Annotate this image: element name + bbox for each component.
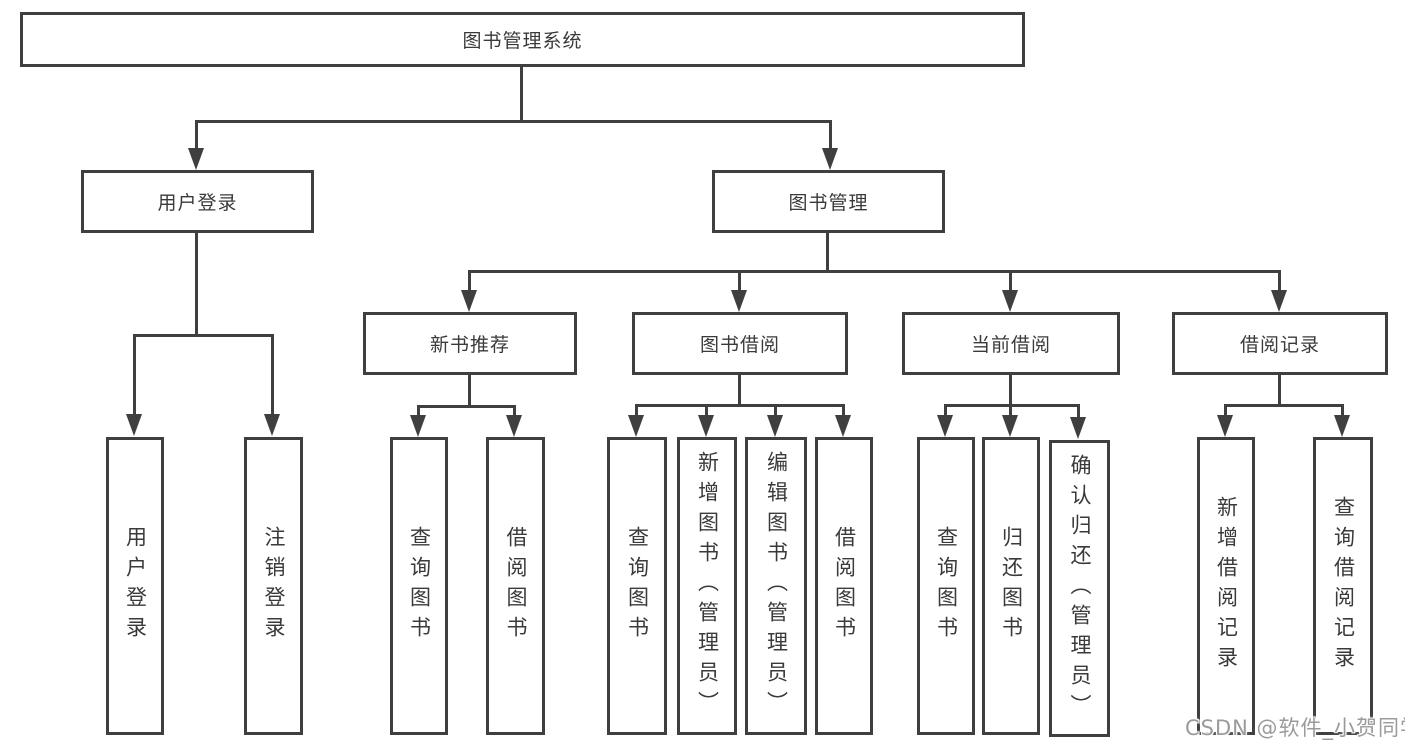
leaf-logout-label: 注销登录 <box>262 526 286 646</box>
connector-line <box>738 375 741 407</box>
arrowhead-icon <box>1002 290 1018 312</box>
connector-line <box>271 334 274 416</box>
node-user-login-label: 用户登录 <box>157 192 238 214</box>
connector-line <box>520 67 523 120</box>
arrowhead-icon <box>628 415 644 437</box>
connector-line <box>705 404 708 417</box>
leaf-cb-query-books-label: 查询图书 <box>934 526 959 646</box>
node-book-management: 图书管理 <box>712 170 945 233</box>
leaf-bb-edit-books: 编辑图书（管理员） <box>745 437 807 735</box>
node-book-borrowing-label: 图书借阅 <box>699 334 780 356</box>
connector-line <box>829 120 832 150</box>
connector-line <box>513 405 516 417</box>
connector-line <box>944 404 947 417</box>
connector-line <box>1278 375 1281 406</box>
leaf-br-query-record-label: 查询借阅记录 <box>1331 496 1356 676</box>
connector-line <box>738 270 741 292</box>
connector-line <box>774 404 777 417</box>
arrowhead-icon <box>1217 415 1233 437</box>
leaf-cb-confirm-return-label: 确认归还（管理员） <box>1068 453 1092 724</box>
arrowhead-icon <box>1271 290 1287 312</box>
connector-line <box>1009 404 1012 417</box>
leaf-user-login: 用户登录 <box>106 437 164 735</box>
arrowhead-icon <box>767 415 783 437</box>
arrowhead-icon <box>188 148 204 170</box>
connector-line <box>635 404 638 417</box>
leaf-bb-borrow-books: 借阅图书 <box>815 437 873 735</box>
leaf-nbr-borrow-books: 借阅图书 <box>486 437 545 735</box>
leaf-nbr-borrow-books-label: 借阅图书 <box>504 526 528 646</box>
arrowhead-icon <box>835 415 851 437</box>
connector-line <box>468 270 1281 273</box>
leaf-br-add-record: 新增借阅记录 <box>1197 437 1255 735</box>
arrowhead-icon <box>264 414 280 436</box>
arrowhead-icon <box>1070 417 1086 439</box>
node-borrowing-records: 借阅记录 <box>1172 312 1388 375</box>
connector-line <box>1077 404 1080 417</box>
arrowhead-icon <box>1002 415 1018 437</box>
connector-line <box>468 375 471 408</box>
connector-line <box>468 270 471 292</box>
leaf-bb-query-books-label: 查询图书 <box>625 526 650 646</box>
node-root: 图书管理系统 <box>20 12 1025 67</box>
connector-line <box>944 404 1080 407</box>
arrowhead-icon <box>822 148 838 170</box>
node-new-book-recommend: 新书推荐 <box>363 312 577 375</box>
connector-line <box>635 404 845 407</box>
connector-line <box>1009 375 1012 406</box>
connector-line <box>133 334 136 416</box>
connector-line <box>1341 404 1344 417</box>
leaf-bb-edit-books-label: 编辑图书（管理员） <box>764 451 789 721</box>
connector-line <box>842 404 845 417</box>
leaf-nbr-query-books-label: 查询图书 <box>407 526 432 646</box>
leaf-cb-confirm-return: 确认归还（管理员） <box>1049 440 1110 737</box>
leaf-user-login-label: 用户登录 <box>123 526 148 646</box>
leaf-cb-query-books: 查询图书 <box>917 437 975 735</box>
leaf-logout: 注销登录 <box>244 437 303 735</box>
arrowhead-icon <box>1334 415 1350 437</box>
node-new-book-recommend-label: 新书推荐 <box>429 334 510 356</box>
connector-line <box>195 120 198 150</box>
node-user-login: 用户登录 <box>81 170 314 233</box>
leaf-nbr-query-books: 查询图书 <box>390 437 448 735</box>
leaf-bb-query-books: 查询图书 <box>607 437 667 735</box>
arrowhead-icon <box>698 415 714 437</box>
leaf-bb-add-books: 新增图书（管理员） <box>677 437 737 735</box>
leaf-bb-borrow-books-label: 借阅图书 <box>832 526 857 646</box>
leaf-br-add-record-label: 新增借阅记录 <box>1214 496 1239 676</box>
connector-line <box>1009 270 1012 292</box>
node-current-borrowing: 当前借阅 <box>902 312 1120 375</box>
connector-line <box>133 334 274 337</box>
arrowhead-icon <box>126 414 142 436</box>
connector-line <box>195 120 832 123</box>
connector-line <box>826 233 829 273</box>
node-book-borrowing: 图书借阅 <box>632 312 848 375</box>
leaf-bb-add-books-label: 新增图书（管理员） <box>695 451 720 721</box>
node-current-borrowing-label: 当前借阅 <box>970 334 1051 356</box>
arrowhead-icon <box>410 415 426 437</box>
connector-line <box>417 405 516 408</box>
connector-line <box>195 233 198 336</box>
leaf-br-query-record: 查询借阅记录 <box>1313 437 1373 735</box>
node-book-management-label: 图书管理 <box>788 192 869 214</box>
arrowhead-icon <box>731 290 747 312</box>
leaf-cb-return-books: 归还图书 <box>982 437 1040 735</box>
node-borrowing-records-label: 借阅记录 <box>1239 334 1320 356</box>
connector-line <box>417 405 420 417</box>
connector-line <box>1224 404 1344 407</box>
leaf-cb-return-books-label: 归还图书 <box>999 526 1024 646</box>
connector-line <box>1224 404 1227 417</box>
arrowhead-icon <box>937 415 953 437</box>
connector-line <box>1278 270 1281 292</box>
arrowhead-icon <box>461 290 477 312</box>
csdn-watermark: CSDN @软件_小贺同学 <box>1185 716 1405 740</box>
node-root-label: 图书管理系统 <box>462 30 583 52</box>
arrowhead-icon <box>506 415 522 437</box>
